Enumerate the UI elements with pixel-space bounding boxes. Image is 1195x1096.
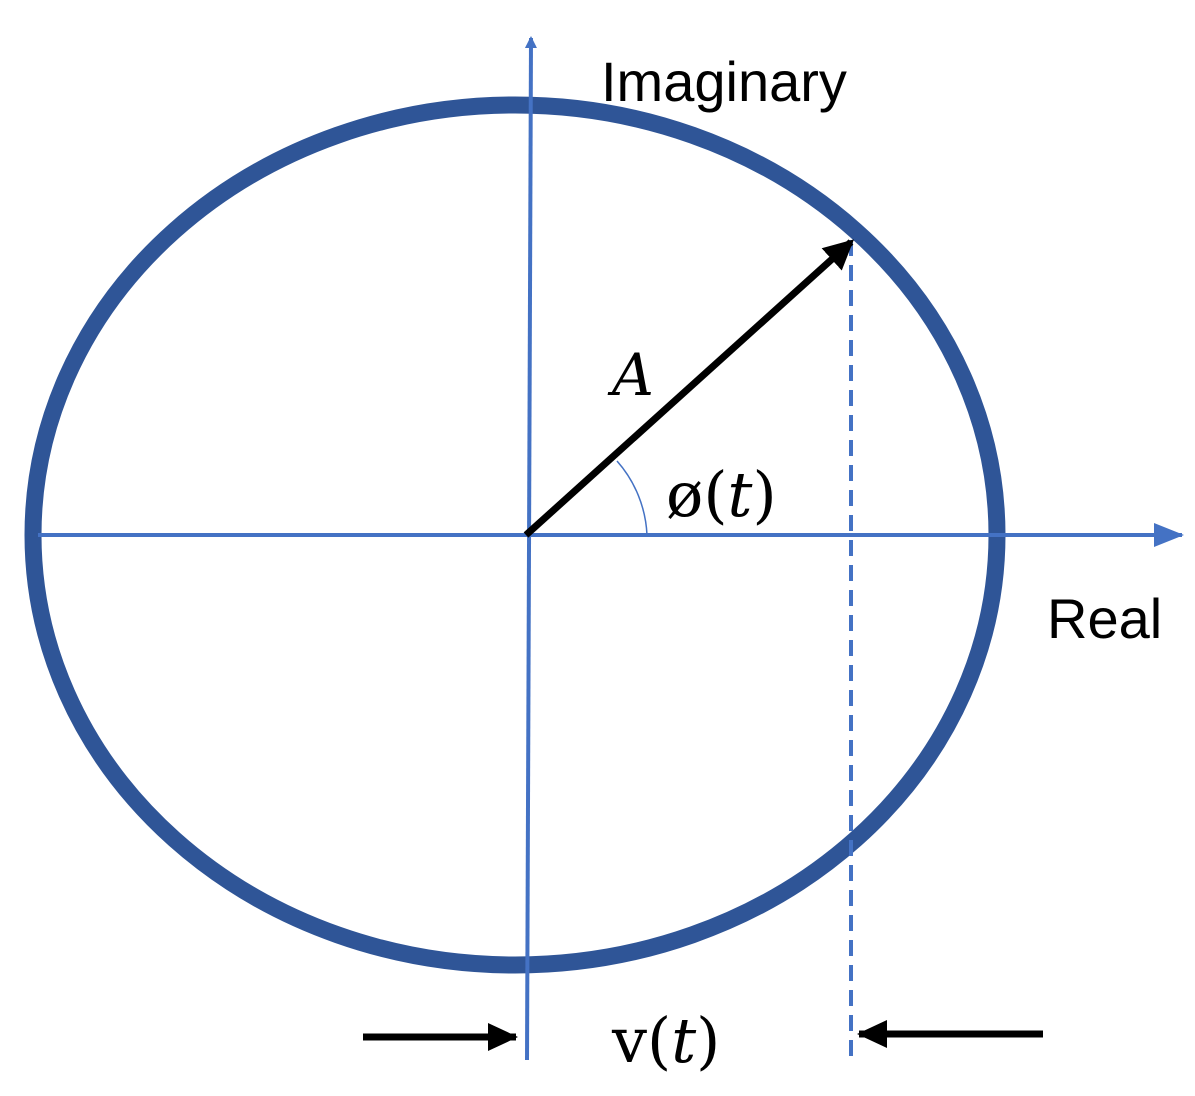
svg-text:ø(t): ø(t)	[666, 458, 777, 531]
imaginary-axis-label: Imaginary	[601, 50, 847, 113]
phase-label: ø(t)	[666, 458, 777, 531]
phase-angle-arc	[616, 460, 648, 536]
phasor-arrow	[523, 239, 854, 538]
amplitude-label: A	[607, 341, 654, 409]
real-axis-label: Real	[1047, 587, 1162, 650]
projection-label: v(t)	[611, 1004, 720, 1077]
projection-symbol: v	[611, 1004, 647, 1077]
svg-text:v(t): v(t)	[611, 1004, 720, 1077]
phase-symbol: ø	[666, 458, 703, 531]
imaginary-axis	[524, 36, 537, 1061]
